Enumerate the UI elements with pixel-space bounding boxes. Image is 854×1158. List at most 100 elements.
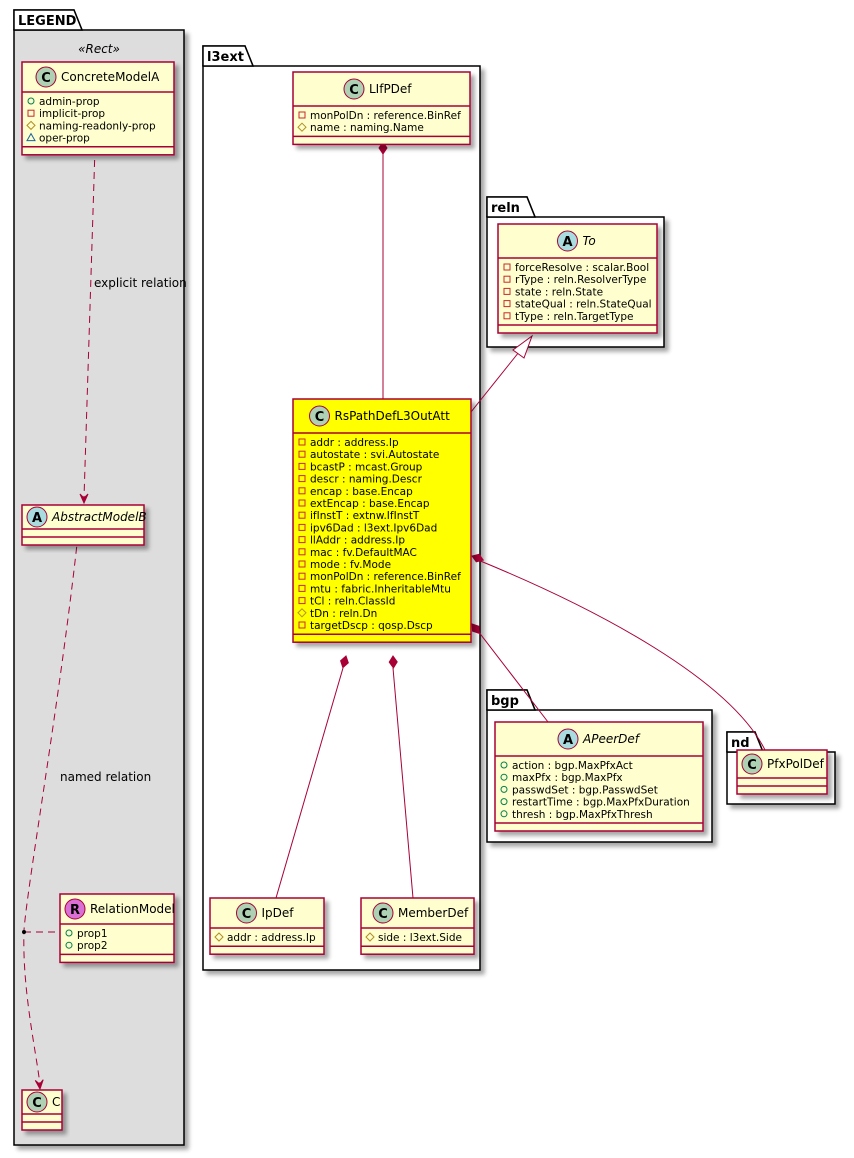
class-type-circle bbox=[26, 1091, 48, 1113]
package-legend: LEGEND bbox=[13, 9, 185, 1146]
class-attribute: restartTime : bgp.MaxPfxDuration bbox=[512, 797, 690, 809]
edge-explicit-relation bbox=[83, 147, 96, 499]
private-visibility-icon bbox=[298, 536, 306, 544]
composition-diamond bbox=[388, 655, 398, 669]
package-tab-fill bbox=[486, 196, 537, 218]
class-attribute: monPolDn : reference.BinRef bbox=[310, 571, 461, 583]
composition-diamond bbox=[471, 553, 485, 563]
class-attribute: autostate : svi.Autostate bbox=[310, 449, 439, 461]
class-attribute: mtu : fabric.InheritableMtu bbox=[310, 583, 451, 595]
class-type-circle bbox=[372, 902, 394, 924]
class-attribute: mode : fv.Mode bbox=[310, 559, 391, 571]
private-visibility-icon bbox=[298, 621, 306, 629]
private-visibility-icon bbox=[298, 450, 306, 458]
edge-rspathdef-memberdef bbox=[392, 667, 414, 899]
class-icon: C bbox=[236, 902, 257, 924]
class-attribute: state : reln.State bbox=[515, 286, 603, 298]
private-visibility-icon bbox=[503, 275, 511, 283]
class-icon: C bbox=[35, 66, 57, 88]
dependency-arrow-head bbox=[79, 493, 89, 505]
class-attribute: tCl : reln.ClassId bbox=[310, 596, 395, 608]
class-attribute: action : bgp.MaxPfxAct bbox=[512, 760, 633, 772]
class-attribute: tDn : reln.Dn bbox=[310, 608, 377, 620]
private-visibility-icon bbox=[503, 263, 511, 271]
class-name: ConcreteModelA bbox=[61, 70, 160, 84]
class-name: LIfPDef bbox=[369, 82, 412, 96]
private-visibility-icon bbox=[298, 462, 306, 470]
class-type-circle bbox=[35, 66, 57, 88]
class-type-letter: C bbox=[32, 1096, 42, 1111]
class-type-circle bbox=[64, 898, 86, 920]
public-visibility-icon bbox=[500, 810, 508, 818]
class-attribute: ipv6Dad : l3ext.Ipv6Dad bbox=[310, 522, 437, 534]
class-type-circle bbox=[557, 728, 579, 750]
class-box bbox=[494, 721, 704, 832]
abstract-class-icon: A bbox=[26, 506, 48, 528]
class-attribute: passwdSet : bgp.PasswdSet bbox=[512, 784, 658, 796]
class-attribute: admin-prop bbox=[39, 96, 100, 108]
package-label: nd bbox=[731, 736, 750, 751]
edge-generalization-to bbox=[470, 351, 520, 413]
class-type-circle bbox=[343, 78, 365, 100]
private-visibility-icon bbox=[298, 111, 306, 119]
composition-diamond bbox=[340, 655, 349, 669]
class-box bbox=[209, 897, 325, 955]
edge-named-relation bbox=[23, 534, 79, 1086]
class-attribute: prop1 bbox=[77, 928, 108, 940]
private-visibility-icon bbox=[298, 511, 306, 519]
edge-rspathdef-ipdef bbox=[275, 667, 344, 899]
named-relation-label: named relation bbox=[60, 770, 151, 784]
class-name: RsPathDefL3OutAtt bbox=[335, 409, 451, 423]
class-type-letter: C bbox=[315, 410, 325, 425]
public-visibility-icon bbox=[500, 798, 508, 806]
public-visibility-icon bbox=[500, 761, 508, 769]
private-visibility-icon bbox=[298, 487, 306, 495]
package-label: l3ext bbox=[207, 50, 244, 65]
class-icon: C bbox=[741, 753, 763, 775]
class-type-letter: C bbox=[349, 83, 359, 98]
class-attribute: implicit-prop bbox=[39, 108, 105, 120]
class-type-letter: R bbox=[70, 903, 80, 918]
abstract-class-icon: A bbox=[557, 728, 579, 750]
class-type-circle bbox=[741, 753, 763, 775]
private-visibility-icon bbox=[503, 287, 511, 295]
protected-visibility-icon bbox=[297, 122, 307, 132]
public-visibility-icon bbox=[500, 785, 508, 793]
class-box bbox=[292, 71, 471, 146]
class-attribute: extEncap : base.Encap bbox=[310, 498, 430, 510]
class-icon: C bbox=[372, 902, 394, 924]
class-icon: C bbox=[343, 78, 365, 100]
class-type-letter: C bbox=[747, 758, 757, 773]
private-visibility-icon bbox=[503, 300, 511, 308]
class-attribute: naming-readonly-prop bbox=[39, 120, 156, 132]
package-tab-fill bbox=[202, 45, 255, 67]
class-attribute: side : l3ext.Side bbox=[378, 932, 462, 944]
protected-visibility-icon bbox=[214, 932, 224, 942]
class-name: C bbox=[52, 1095, 60, 1109]
class-attribute: descr : naming.Descr bbox=[310, 474, 423, 486]
class-type-letter: C bbox=[242, 907, 252, 922]
generalization-arrow bbox=[512, 334, 534, 359]
class-name: PfxPolDef bbox=[767, 757, 825, 771]
class-type-circle bbox=[26, 506, 48, 528]
class-pfxPolDef: C PfxPolDef bbox=[736, 749, 828, 795]
legend-stereotype: «Rect» bbox=[78, 42, 120, 56]
private-visibility-icon bbox=[503, 312, 511, 320]
class-name: AbstractModelB bbox=[51, 510, 147, 524]
explicit-relation-label: explicit relation bbox=[94, 276, 187, 290]
class-attribute: oper-prop bbox=[39, 133, 90, 145]
private-visibility-icon bbox=[298, 475, 306, 483]
public-visibility-icon bbox=[500, 773, 508, 781]
protected-visibility-icon bbox=[297, 608, 307, 618]
package-body bbox=[13, 29, 185, 1146]
composition-diamond bbox=[471, 623, 480, 635]
class-type-circle bbox=[236, 902, 257, 924]
association-point bbox=[22, 930, 26, 934]
private-visibility-icon bbox=[298, 523, 306, 531]
